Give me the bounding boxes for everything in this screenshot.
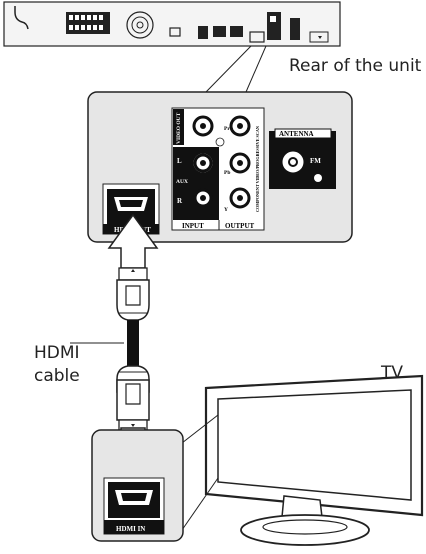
hdmi-cable-label-line2: cable	[34, 366, 80, 386]
input-label: INPUT	[182, 222, 204, 230]
tv-illustration	[204, 374, 424, 546]
hdmi-in-label: HDMI IN	[116, 525, 145, 533]
tv-hdmi-in-panel: HDMI IN	[91, 429, 184, 542]
aux-label: AUX	[176, 179, 188, 185]
component-pb-jack	[229, 152, 251, 174]
aux-r-label: R	[177, 197, 183, 205]
zoomed-rear-panel: VIDEO OUT L AUX R Pr	[87, 91, 353, 243]
video-out-label: VIDEO OUT	[176, 112, 182, 144]
unit-rear-panel	[3, 1, 341, 47]
aux-r-jack	[193, 188, 213, 208]
tv-label: TV	[380, 363, 403, 383]
fm-antenna-jack	[282, 151, 304, 173]
rear-of-unit-label: Rear of the unit	[289, 56, 422, 76]
pr-label: Pr	[224, 126, 230, 132]
component-y-jack	[229, 187, 251, 209]
fan-icon	[126, 11, 154, 39]
component-pr-jack	[229, 115, 251, 137]
fm-label: FM	[310, 157, 321, 165]
aux-l-jack	[193, 153, 213, 173]
antenna-label: ANTENNA	[279, 130, 314, 138]
pb-label: Pb	[224, 170, 230, 176]
video-out-jack	[192, 115, 214, 137]
output-label: OUTPUT	[225, 222, 255, 230]
y-label: Y	[224, 207, 228, 213]
component-label: COMPONENT VIDEO/PROGRESSIVE SCAN	[255, 126, 260, 212]
hdmi-cable-label-line1: HDMI	[34, 343, 80, 363]
aux-l-label: L	[177, 157, 182, 165]
